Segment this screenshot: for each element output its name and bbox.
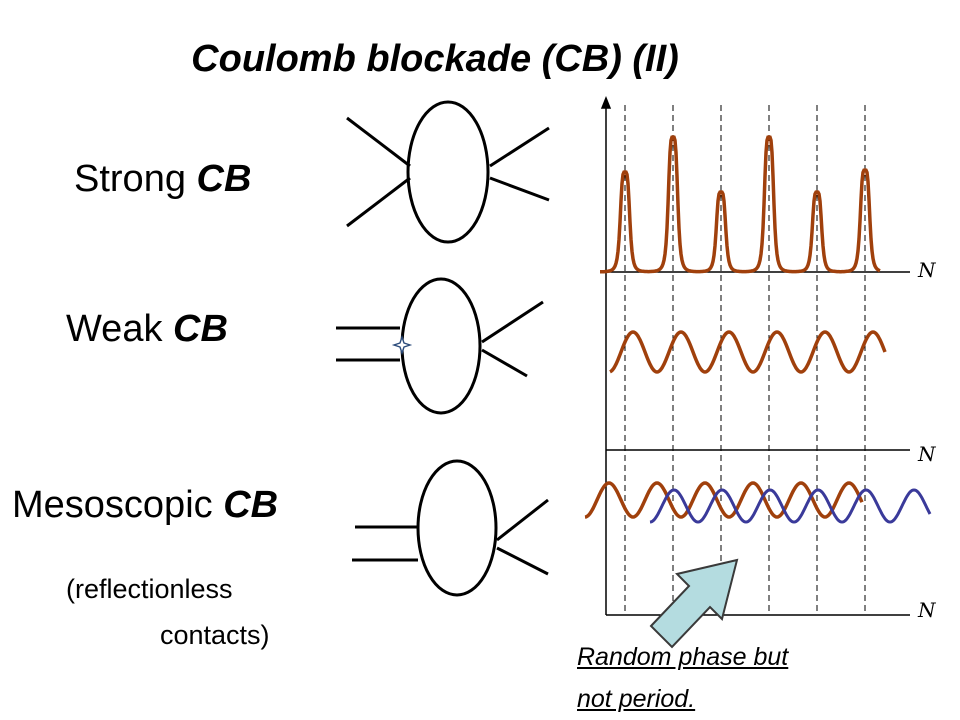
strong-cb-peaks-curve [600, 135, 881, 274]
dashed-guides [624, 105, 866, 615]
axis-label-bottom: N [918, 598, 936, 622]
strong-cb-label: Strong CB [74, 158, 251, 201]
strong-cb-dot [346, 100, 550, 244]
meso-right-lead-lower [496, 546, 549, 576]
weak-dot-ellipse [400, 277, 482, 415]
random-phase-annotation: Random phase but not period. [577, 636, 907, 720]
mesoscopic-cb-label-plain: Mesoscopic [12, 484, 224, 526]
annotation-line1: Random phase but [577, 643, 789, 671]
mesoscopic-note-line1: (reflectionless [66, 574, 233, 604]
weak-right-lead-upper [481, 300, 544, 344]
axis-label-middle: N [918, 442, 936, 466]
mesoscopic-dot-ellipse [416, 459, 498, 597]
mesoscopic-cb-label: Mesoscopic CB [12, 484, 278, 527]
annotation-line2: not period. [577, 685, 696, 713]
strong-left-lead-upper [346, 116, 411, 168]
weak-cb-dot [336, 277, 544, 415]
meso-right-lead-upper [496, 498, 549, 542]
axis-label-top: N [918, 258, 936, 282]
vertical-axis-arrowhead [600, 95, 612, 109]
strong-right-lead-lower [489, 176, 550, 202]
weak-cb-label: Weak CB [66, 308, 228, 351]
mesoscopic-oscillation-curve-1 [584, 481, 864, 519]
sparkle-icon [391, 334, 413, 356]
weak-cb-label-bold: CB [173, 308, 228, 350]
strong-left-lead-lower [346, 176, 411, 228]
strong-cb-label-plain: Strong [74, 158, 197, 200]
weak-cb-oscillation-curve [609, 330, 887, 374]
mesoscopic-note-line2: contacts) [160, 620, 270, 650]
strong-cb-label-bold: CB [196, 158, 252, 200]
block-arrow-icon [649, 558, 739, 649]
mesoscopic-oscillation-curve-2 [649, 488, 932, 524]
strong-dot-ellipse [406, 100, 490, 244]
weak-right-lead-lower [481, 348, 528, 378]
mesoscopic-cb-dot [352, 459, 549, 597]
mesoscopic-cb-label-bold: CB [223, 484, 279, 526]
slide-title: Coulomb blockade (CB) (II) [191, 38, 679, 80]
strong-right-lead-upper [489, 126, 550, 168]
weak-cb-label-plain: Weak [66, 308, 174, 350]
